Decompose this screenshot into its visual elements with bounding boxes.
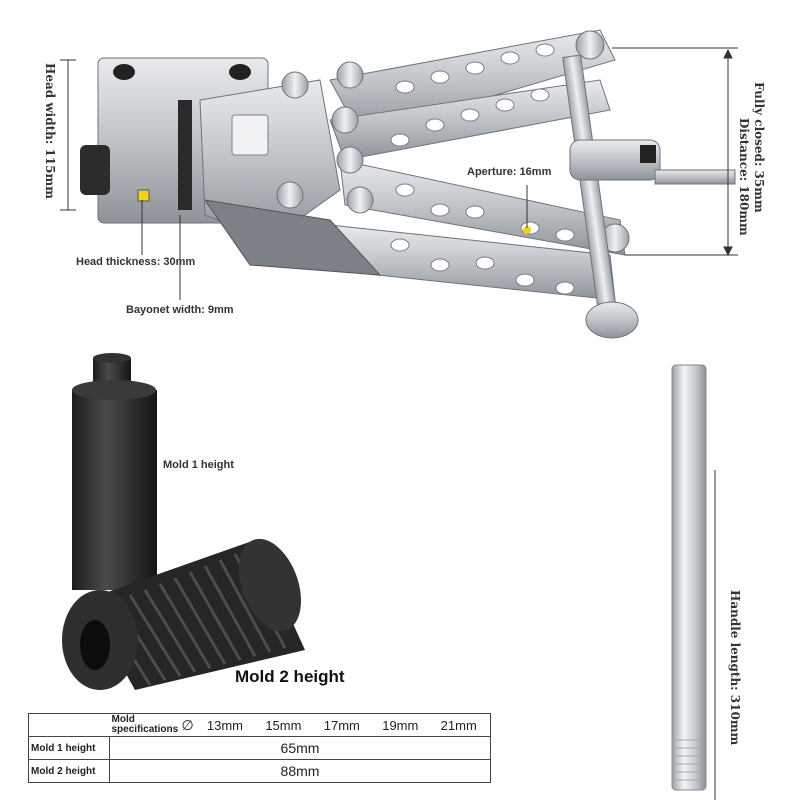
bayonet-width-label: Bayonet width: 9mm [126, 304, 234, 316]
row-value: 65mm [109, 736, 491, 760]
size-21: 21mm [440, 717, 477, 733]
head-width-label: Head width: 115mm [43, 63, 57, 199]
pivot-screws [276, 30, 630, 253]
table-row: Mold 1 height 65mm [28, 736, 491, 760]
spec-header-row: Mold specifications ∅ 13mm 15mm 17mm 19m… [28, 713, 491, 737]
size-13: 13mm [206, 717, 243, 733]
mold-2 [62, 538, 305, 690]
handle-length-label: Handle length: 310mm [728, 590, 742, 746]
mold-dies-image [62, 353, 305, 690]
row-label: Mold 2 height [28, 759, 110, 783]
aperture-label: Aperture: 16mm [467, 166, 552, 178]
mold-specifications-label: Mold specifications [111, 714, 179, 735]
handle-image [671, 364, 716, 800]
mold-2-height-label: Mold 2 height [235, 667, 345, 686]
mold-1-height-label: Mold 1 height [163, 459, 234, 471]
size-15: 15mm [265, 717, 302, 733]
row-label: Mold 1 height [28, 736, 110, 760]
row-value: 88mm [109, 759, 491, 783]
size-17: 17mm [323, 717, 360, 733]
mold-spec-table: Mold specifications ∅ 13mm 15mm 17mm 19m… [28, 713, 491, 783]
crimping-tool-image [60, 29, 738, 339]
size-19: 19mm [382, 717, 419, 733]
mold-1 [72, 353, 157, 590]
table-row: Mold 2 height 88mm [28, 759, 491, 783]
distance-label: Distance: 180mm [737, 118, 751, 236]
fully-closed-label: Fully closed: 35mm [752, 82, 766, 213]
diameter-icon: ∅ [181, 716, 194, 733]
head-thickness-label: Head thickness: 30mm [76, 256, 196, 268]
spindle-screw [562, 54, 736, 339]
aperture-marker [523, 226, 531, 234]
head-thickness-marker [137, 189, 150, 202]
